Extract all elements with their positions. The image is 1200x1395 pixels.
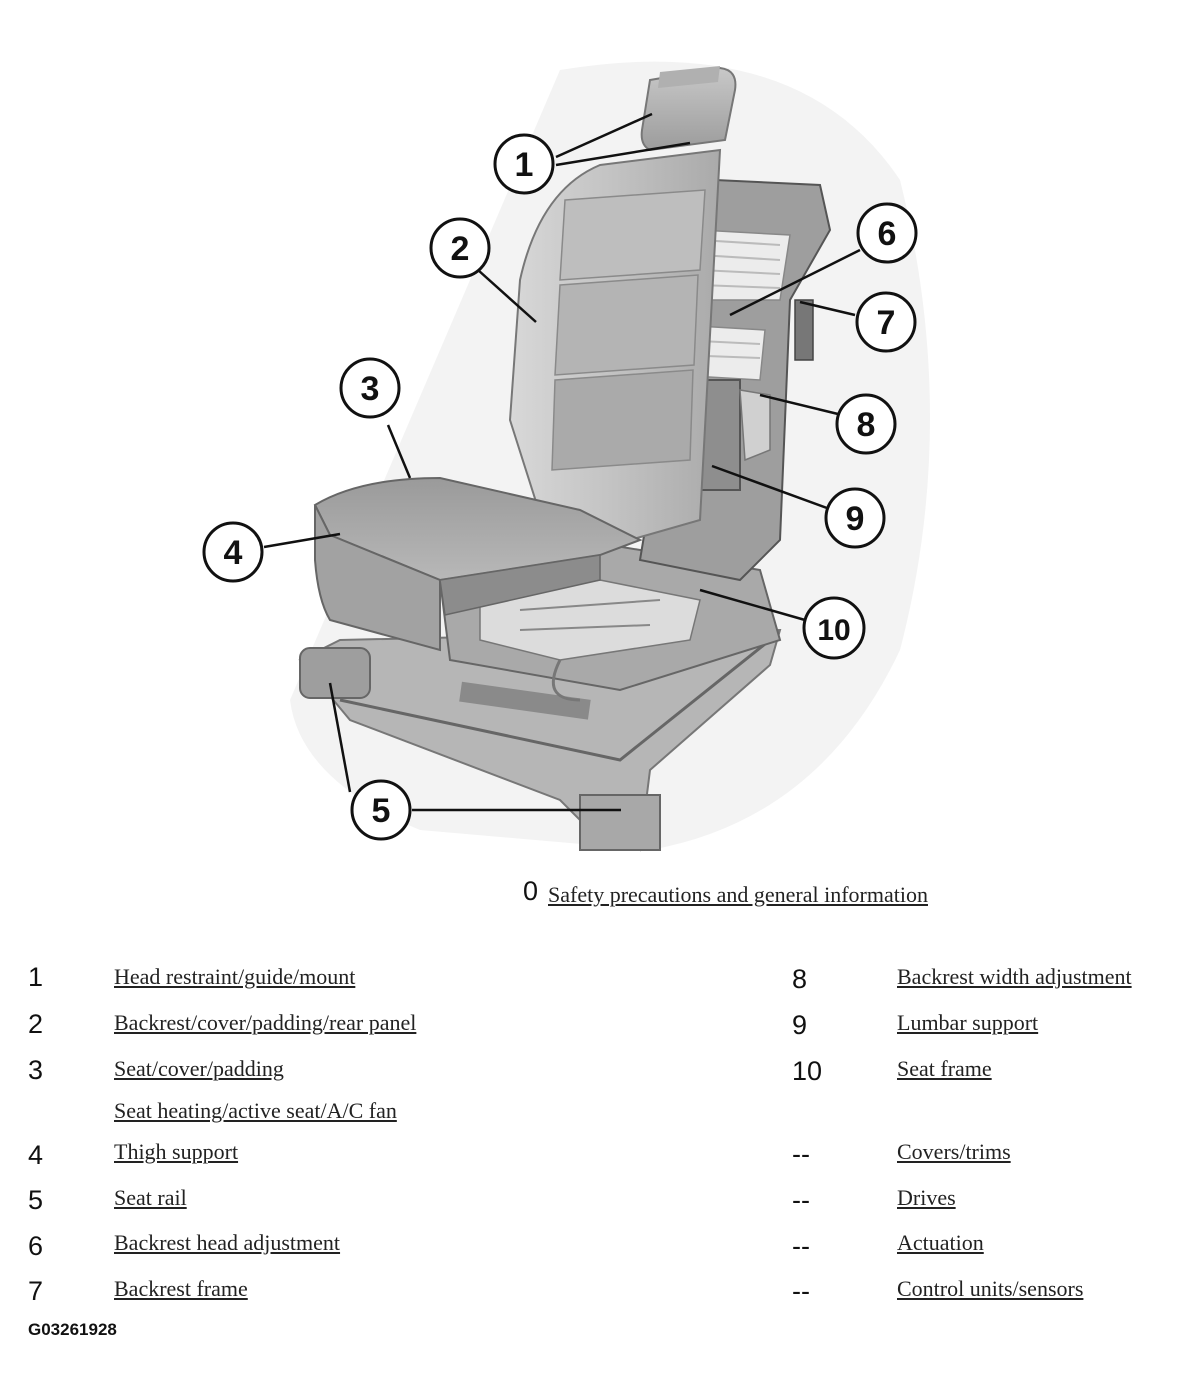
svg-text:8: 8 bbox=[857, 406, 876, 444]
head-restraint-graphic bbox=[640, 66, 737, 152]
legend-link-seat-heating[interactable]: Seat heating/active seat/A/C fan bbox=[114, 1098, 397, 1123]
callout-5: 5 bbox=[350, 779, 412, 841]
seat-rail-graphic bbox=[298, 628, 782, 852]
legend-num-3: 3 bbox=[28, 1055, 44, 1085]
legend-num-1: 1 bbox=[28, 962, 44, 992]
legend-num-9: 9 bbox=[792, 1010, 808, 1040]
legend-link-backrest-frame[interactable]: Backrest frame bbox=[114, 1276, 248, 1301]
legend-link-backrest-head-adjustment[interactable]: Backrest head adjustment bbox=[114, 1230, 341, 1255]
seat-cushion-graphic bbox=[313, 476, 643, 582]
legend-link-actuation[interactable]: Actuation bbox=[897, 1230, 984, 1255]
figure-id: G03261928 bbox=[28, 1320, 117, 1339]
callout-2: 2 bbox=[429, 217, 491, 279]
svg-text:6: 6 bbox=[878, 215, 897, 253]
legend-link-seat-cover[interactable]: Seat/cover/padding bbox=[114, 1056, 284, 1081]
callout-7: 7 bbox=[855, 291, 917, 353]
legend-link-control-units[interactable]: Control units/sensors bbox=[897, 1276, 1084, 1301]
svg-text:10: 10 bbox=[817, 614, 850, 647]
legend-num-6: 6 bbox=[28, 1231, 44, 1261]
legend-num-10: 10 bbox=[792, 1056, 823, 1086]
legend-dash-drives: -- bbox=[792, 1185, 810, 1215]
legend-link-head-restraint[interactable]: Head restraint/guide/mount bbox=[114, 964, 356, 989]
legend-num-7: 7 bbox=[28, 1276, 44, 1306]
callout-9: 9 bbox=[824, 487, 886, 549]
legend-link-backrest-width[interactable]: Backrest width adjustment bbox=[897, 964, 1132, 989]
general-info-link[interactable]: Safety precautions and general informati… bbox=[548, 882, 928, 907]
legend-num-4: 4 bbox=[28, 1140, 44, 1170]
callout-6: 6 bbox=[856, 202, 918, 264]
callout-8: 8 bbox=[835, 393, 897, 455]
legend-num-2: 2 bbox=[28, 1009, 44, 1039]
svg-text:1: 1 bbox=[515, 146, 534, 184]
legend-dash-covers: -- bbox=[792, 1139, 810, 1169]
svg-text:5: 5 bbox=[372, 792, 391, 830]
general-number: 0 bbox=[523, 876, 539, 906]
svg-text:4: 4 bbox=[224, 534, 243, 572]
legend-num-5: 5 bbox=[28, 1185, 44, 1215]
svg-text:2: 2 bbox=[451, 230, 470, 268]
legend-link-drives[interactable]: Drives bbox=[897, 1185, 956, 1210]
thigh-support-graphic bbox=[314, 504, 441, 652]
legend-dash-actuation: -- bbox=[792, 1231, 810, 1261]
legend-link-lumbar-support[interactable]: Lumbar support bbox=[897, 1010, 1039, 1035]
svg-text:3: 3 bbox=[361, 370, 380, 408]
legend-link-covers-trims[interactable]: Covers/trims bbox=[897, 1139, 1011, 1164]
legend-link-thigh-support[interactable]: Thigh support bbox=[114, 1139, 239, 1164]
legend-link-seat-rail[interactable]: Seat rail bbox=[114, 1185, 187, 1210]
legend-link-seat-frame[interactable]: Seat frame bbox=[897, 1056, 992, 1081]
svg-text:9: 9 bbox=[846, 500, 865, 538]
legend-dash-control-units: -- bbox=[792, 1276, 810, 1306]
callout-4: 4 bbox=[202, 521, 264, 583]
leader-lines bbox=[263, 112, 861, 812]
callout-1: 1 bbox=[493, 133, 555, 195]
svg-text:7: 7 bbox=[877, 304, 896, 342]
callout-10: 10 bbox=[802, 596, 866, 660]
legend-link-backrest-cover[interactable]: Backrest/cover/padding/rear panel bbox=[114, 1010, 417, 1035]
seat-diagram: 1 2 3 4 5 6 7 8 9 10 bbox=[202, 61, 930, 852]
callout-3: 3 bbox=[339, 357, 401, 419]
legend-num-8: 8 bbox=[792, 964, 808, 994]
